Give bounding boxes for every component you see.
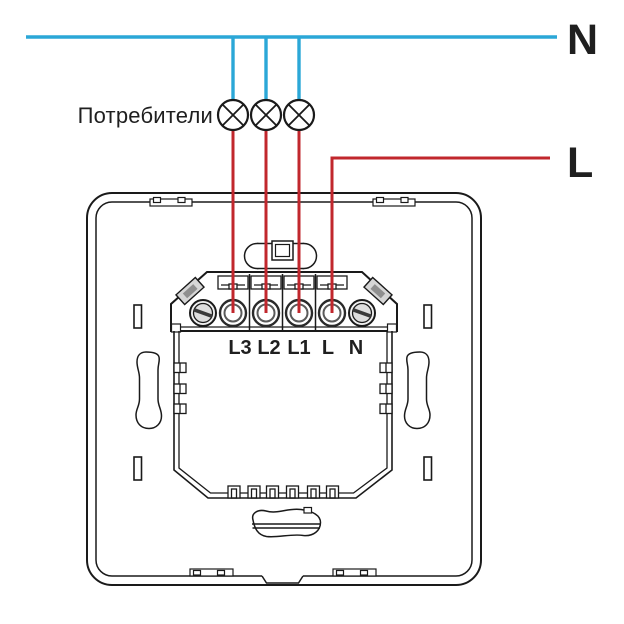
top-clip-right [372,196,416,207]
side-slot-bottom-left [133,456,143,481]
fixing-screw-right [348,299,376,327]
lamp-icons [216,98,316,132]
mounting-hole-right [403,351,431,430]
keyhole-tab [271,240,294,261]
bottom-clip-left [189,568,234,577]
switch-backplate [86,192,482,586]
bottom-notch [261,575,304,584]
keyhole-tab-inner [274,243,291,258]
bottom-clip-right [332,568,377,577]
module-bottom-tabs [227,485,340,499]
neutral-wires [26,35,557,101]
mounting-hole-left [135,351,163,430]
terminal-label-l2: L2 [257,337,280,359]
terminal-label-l3: L3 [228,337,251,359]
terminal-labels: L3 L2 L1 L N [228,337,363,359]
neutral-bus-label: N [567,16,598,64]
side-slot-bottom-right [423,456,433,481]
bottom-notch-mask [262,573,303,579]
terminal-block [170,271,398,333]
top-clip-left [149,196,193,207]
module-side-tabs-left [173,362,187,415]
bottom-release-slot [251,506,322,538]
lamp-icon [216,98,250,132]
consumers-label: Потребители [78,103,213,128]
side-slot-top-left [133,304,143,329]
terminal-label-n: N [349,337,363,359]
terminal-label-l1: L1 [287,337,310,359]
live-wires [231,129,550,313]
lamp-icon [249,98,283,132]
corner-recess-left [175,276,205,306]
fixing-screw-left [189,299,217,327]
module-body-outer [173,331,393,499]
live-bus [330,156,550,313]
module-side-tabs-right [379,362,393,415]
module-body-inner [178,331,388,494]
lamp-icon [282,98,316,132]
top-keyhole-latch [243,240,318,270]
live-bus-label: L [567,139,593,187]
terminal-label-l: L [322,337,334,359]
side-slot-top-right [423,304,433,329]
corner-recess-right [363,276,393,306]
